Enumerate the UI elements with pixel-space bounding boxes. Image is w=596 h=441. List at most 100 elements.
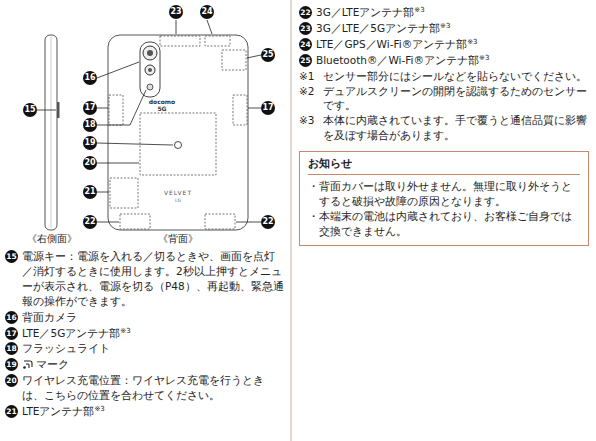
callout-number: 19 [83,136,97,150]
leader-line [176,20,177,34]
footnote: ※1センサー部分にはシールなどを貼らないでください。 [299,69,589,84]
item-text: フラッシュライト [22,341,285,356]
callout-number: 18 [83,118,97,132]
item-list: 15電源キー：電源を入れる／切るときや、画面を点灯／消灯するときに使用します。2… [5,249,285,420]
footnote-text: 本体に内蔵されています。手で覆うと通信品質に影響を及ぼす場合があります。 [323,113,589,143]
footnote: ※3本体に内蔵されています。手で覆うと通信品質に影響を及ぼす場合があります。 [299,113,589,143]
footnote-mark: ※3 [299,113,323,143]
wireless-charging-area [140,113,216,175]
item-text: 背面カメラ [22,311,77,323]
footnote-text: デュアルスクリーンの開閉を認識するためのセンサーです。 [323,84,589,114]
flash-light [147,84,153,90]
view-caption: 《右側面》 [27,232,77,246]
callout-number: 17 [83,101,97,115]
leader-line [97,108,108,109]
side-view-body [45,35,57,230]
item-text: LTEアンテナ部 [22,405,94,417]
callout-number: 25 [261,48,275,62]
side-seam [51,37,52,228]
footnote-mark: ※3 [120,326,130,334]
camera-lens [147,50,153,56]
leader-line [97,143,173,145]
footnote-mark: ※1 [299,69,323,84]
view-caption: 《背面》 [158,232,198,246]
callout-number: 15 [23,103,37,117]
antenna-area [205,36,230,46]
callout-number: 24 [299,38,312,51]
notice-bullet: ・背面カバーは取り外せません。無理に取り外そうとすると破損や故障の原因となります… [308,179,580,209]
callout-number: 16 [5,311,18,324]
back-view-body [108,35,248,230]
callout-number: 20 [5,374,18,387]
list-item: 20 ワイヤレス充電位置：ワイヤレス充電を行うときは、こちらの位置を合わせてくださ… [5,373,285,403]
mark-icon [24,361,32,367]
list-item: 22 3G／LTEアンテナ部※3 [299,5,589,20]
carrier-logo: docomo [149,98,175,105]
leader-line [97,192,109,193]
callout-number: 18 [5,342,18,355]
item-text: LTE／GPS／Wi-Fi®アンテナ部 [316,38,467,50]
notice-heading: お知らせ [308,156,580,175]
carrier-logo: 5G [157,105,166,112]
leader-line [207,20,212,34]
callout-number: 17 [5,327,18,340]
footnote-mark: ※3 [414,6,424,14]
item-text: マーク [36,358,69,370]
footnote-mark: ※3 [479,53,489,61]
footnote-mark: ※2 [299,84,323,114]
antenna-area [110,178,138,208]
notice-bullet: ・本端末の電池は内蔵されており、お客様ご自身では交換できません。 [308,209,580,239]
item-text: LTE／5Gアンテナ部※3 [22,326,285,341]
list-item: 18 フラッシュライト [5,341,285,356]
callout-number: 21 [5,405,18,418]
callout-number: 17 [261,101,275,115]
list-item: 19 マーク [5,357,285,372]
callout-number: 16 [83,71,97,85]
leader-line [97,90,146,125]
list-item: 16 背面カメラ [5,310,285,325]
item-text: 3G／LTEアンテナ部※3 [316,5,589,20]
list-item: 21 LTEアンテナ部※3 [5,404,285,419]
antenna-area [233,95,247,125]
item-text: 3G／LTEアンテナ部 [316,6,414,18]
item-text: Bluetooth®／Wi-Fi®アンテナ部※3 [316,53,589,68]
mark-icon [23,367,26,370]
item-text: Bluetooth®／Wi-Fi®アンテナ部 [316,54,479,66]
list-item: 15電源キー：電源を入れる／切るときや、画面を点灯／消灯するときに使用します。2… [5,249,285,309]
antenna-area [222,50,246,70]
callout-number: 25 [299,54,312,67]
leader-line [97,222,119,223]
item-text: 電源キー：電源を入れる／切るときや、画面を点灯／消灯するときに使用します。2秒以… [22,249,285,309]
notice-box: お知らせ・背面カバーは取り外せません。無理に取り外そうとすると破損や故障の原因と… [299,151,589,246]
item-text: LTEアンテナ部※3 [22,404,285,419]
list-item: 23 3G／LTE／5Gアンテナ部※3 [299,21,589,36]
item-text: 3G／LTE／5Gアンテナ部※3 [316,21,589,36]
footnote: ※2デュアルスクリーンの開閉を認識するためのセンサーです。 [299,84,589,114]
item-text: ワイヤレス充電位置：ワイヤレス充電を行うときは、こちらの位置を合わせてください。 [22,374,264,401]
leader-line [248,108,261,109]
column-divider [291,0,292,441]
callout-number: 22 [299,6,312,19]
item-text: LTE／5Gアンテナ部 [22,327,120,339]
footnote-mark: ※3 [94,405,104,413]
callout-number: 23 [299,22,312,35]
item-text: LTE／GPS／Wi-Fi®アンテナ部※3 [316,37,589,52]
camera-lens [143,46,157,60]
item-text: ワイヤレス充電位置：ワイヤレス充電を行うときは、こちらの位置を合わせてください。 [22,373,285,403]
item-text: フラッシュライト [22,342,110,354]
model-name: VELVET [164,189,192,196]
footnote-mark: ※3 [467,37,477,45]
maker-logo: LG [175,198,181,203]
callout-number: 20 [83,156,97,170]
footnote-text: センサー部分にはシールなどを貼らないでください。 [323,69,589,84]
mark-icon [22,359,34,370]
antenna-area [205,214,235,229]
camera-module [140,42,160,97]
antenna-area [160,36,200,46]
leader-line [37,110,56,111]
item-text: マーク [22,357,285,372]
list-item: 25 Bluetooth®／Wi-Fi®アンテナ部※3 [299,53,589,68]
leader-line [97,62,139,78]
antenna-area [109,95,123,125]
item-list: 223G／LTEアンテナ部※3233G／LTE／5Gアンテナ部※324LTE／G… [299,5,589,246]
